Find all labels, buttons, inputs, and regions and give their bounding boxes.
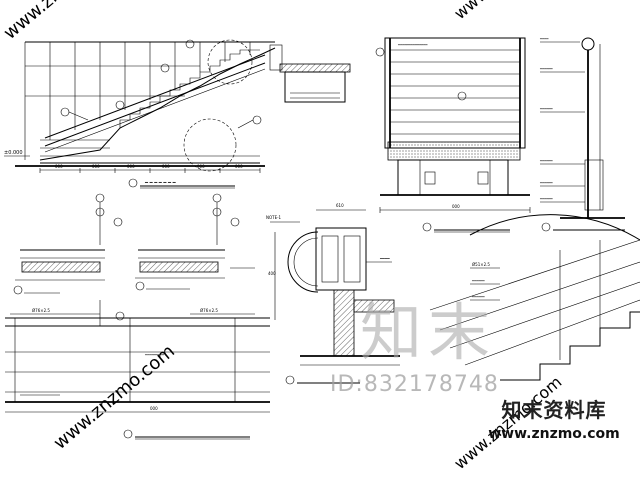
dim-top-left-2: 000 <box>92 164 100 169</box>
dim-top-left-5: 000 <box>197 164 205 169</box>
dim-elevation-width: 000 <box>452 204 460 209</box>
dim-top-left-1: 000 <box>55 164 63 169</box>
pipe-note-2: ━━━━━━ <box>471 279 486 283</box>
dim-top-left-3: 000 <box>127 164 135 169</box>
brand-url[interactable]: www.znzmo.com <box>488 426 620 442</box>
dim-plan-height: 400 <box>268 271 276 276</box>
stair-section: 000 ━━━━━━━━━━━━━━ <box>375 37 531 233</box>
railing-note-4: ━━━━━━ <box>539 159 554 163</box>
railing-detail: ━━━━ ━━━━━━ ━━━━━━ ━━━━━━ ━━━━━━ ━━━━━━ <box>539 37 625 232</box>
railing-note-mid: ━━━━━━━━━ <box>144 353 165 357</box>
elevation-title: ━ ━ ━ ━ ━ ━ ━ <box>144 180 177 186</box>
railing-note-6: ━━━━━━ <box>539 197 554 201</box>
stair-elevation: ±0.000 000 000 000 000 000 000 ━ ━ ━ ━ ━… <box>4 39 351 189</box>
level-mark-left: ±0.000 <box>4 150 23 156</box>
dim-railing-span: 000 <box>150 406 158 411</box>
dim-top-left-6: 000 <box>235 164 243 169</box>
railing-note-1: ━━━━ <box>539 37 549 41</box>
watermark-logo: 知末 <box>360 296 497 369</box>
pipe-label-3: Ø51×2.5 <box>472 262 490 267</box>
pipe-note-3: ━━━━━━ <box>471 295 486 299</box>
pipe-label-1: Ø76×2.5 <box>32 308 50 313</box>
dim-top-left-4: 000 <box>162 164 170 169</box>
plan-note: NOTE-1 <box>266 215 282 220</box>
pipe-label-2: Ø76×2.5 <box>200 308 218 313</box>
railing-elevation: Ø76×2.5 Ø76×2.5 ━━━━━━━━━ 000 <box>5 300 270 440</box>
railing-note-5: ━━━━━━ <box>539 181 554 185</box>
enlarged-stair-detail: Ø51×2.5 ━━━━━━ ━━━━━━ <box>429 214 640 381</box>
brand-name-cn: 知末资料库 <box>501 398 607 422</box>
railing-note-2: ━━━━━━ <box>539 67 554 71</box>
brand-badge: 知末资料库 www.znzmo.com <box>474 392 634 472</box>
railing-note-3: ━━━━━━ <box>539 107 554 111</box>
drawing-id: ID:832178748 <box>330 372 499 397</box>
post-plan: NOTE-1 610 400 ━━━━ <box>266 203 400 385</box>
watermark-text-1: www.znzmo.com <box>0 0 129 44</box>
pipe-callout-plan: ━━━━ <box>379 256 390 261</box>
section-note-top: ━━━━━━━━━━━━━━ <box>397 43 428 47</box>
dim-plan-width: 610 <box>336 203 344 208</box>
watermark-text-3: www.znzmo.com <box>450 0 565 23</box>
handrail-details <box>13 193 255 295</box>
